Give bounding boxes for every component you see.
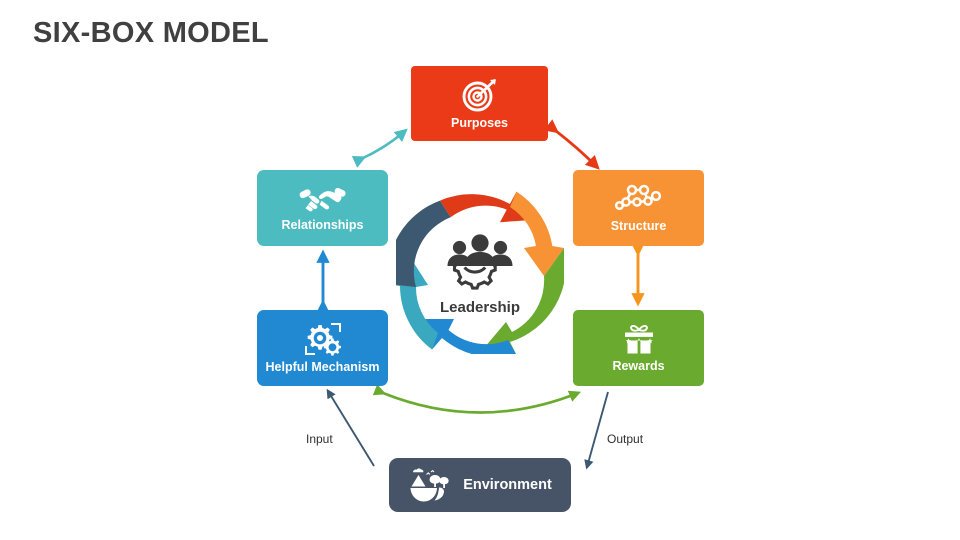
ring-segment-green xyxy=(484,248,564,354)
handshake-icon xyxy=(299,184,347,214)
gift-box-icon xyxy=(617,323,661,355)
nature-landscape-icon xyxy=(408,466,454,504)
edge-label-output: Output xyxy=(607,432,644,446)
node-relationships-label: Relationships xyxy=(281,218,364,232)
node-rewards[interactable]: Rewards xyxy=(573,310,704,386)
connector-environment-helpful xyxy=(326,388,375,467)
page-title: SIX-BOX MODEL xyxy=(33,17,269,49)
node-environment-label: Environment xyxy=(463,477,552,493)
ring-segment-red xyxy=(440,191,532,223)
connector-helpful-rewards xyxy=(372,384,582,414)
leadership-cycle-ring xyxy=(396,191,564,354)
network-nodes-icon xyxy=(614,183,663,215)
connector-relationships-purposes xyxy=(351,128,408,168)
target-dart-icon xyxy=(461,78,499,112)
people-gear-icon xyxy=(447,234,513,290)
node-structure-label: Structure xyxy=(610,219,667,233)
node-purposes[interactable]: Purposes xyxy=(411,66,548,141)
node-helpful-mechanism[interactable]: Helpful Mechanism xyxy=(257,310,388,386)
node-structure[interactable]: Structure xyxy=(573,170,704,246)
edge-label-input: Input xyxy=(306,432,333,446)
connector-purposes-structure xyxy=(543,119,600,170)
leadership-label: Leadership xyxy=(439,299,521,316)
node-relationships[interactable]: Relationships xyxy=(257,170,388,246)
gears-bracket-icon xyxy=(302,322,344,356)
ring-segment-slate xyxy=(396,200,451,287)
connector-rewards-environment xyxy=(584,391,609,470)
ring-segment-blue xyxy=(422,319,516,354)
node-rewards-label: Rewards xyxy=(612,359,665,373)
node-purposes-label: Purposes xyxy=(451,115,508,130)
node-helpful-mechanism-label: Helpful Mechanism xyxy=(265,360,380,374)
node-environment[interactable]: Environment xyxy=(389,458,571,512)
ring-segment-orange xyxy=(510,191,564,276)
